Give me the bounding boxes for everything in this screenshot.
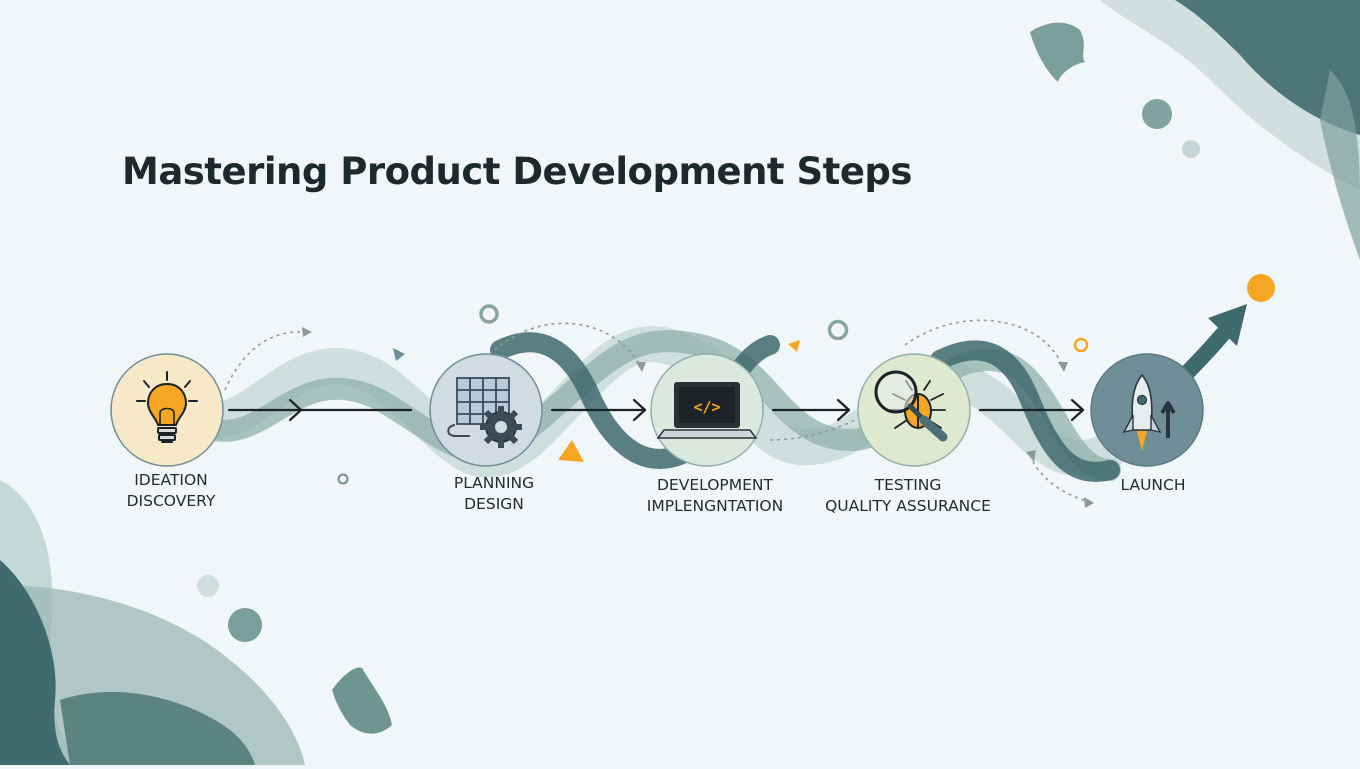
step-label-line: TESTING <box>874 476 942 494</box>
magnifier-bug-icon <box>874 370 948 442</box>
dot-orange <box>1247 274 1275 302</box>
dashed-connectors <box>224 319 1091 503</box>
triangle-grey <box>393 348 405 361</box>
step-circles: </> <box>110 353 1204 467</box>
blueprint-gear-icon <box>447 377 522 448</box>
step-arrows <box>227 398 1085 422</box>
code-symbol: </> <box>693 398 720 416</box>
step-label-line: QUALITY ASSURANCE <box>825 497 991 515</box>
dashed-arrowhead-4 <box>1084 497 1094 508</box>
dot-top-right-2 <box>1182 140 1200 158</box>
blob-right-mid <box>1320 70 1360 260</box>
wave-ribbons <box>187 326 1128 482</box>
dashed-arrowhead-1 <box>302 327 312 337</box>
step-label-development: DEVELOPMENT IMPLENGNTATION <box>647 475 783 517</box>
dashed-arrowhead-3 <box>1058 362 1068 372</box>
step-label-launch: LAUNCH <box>1120 475 1185 496</box>
ring-2 <box>827 319 849 341</box>
arrow-4 <box>978 398 1085 422</box>
arrow-2 <box>550 398 647 422</box>
step-label-testing: TESTING QUALITY ASSURANCE <box>825 475 991 517</box>
blob-bottom-left-dark <box>0 560 70 765</box>
leaf-bottom-left <box>332 667 392 734</box>
dashed-line-5 <box>769 419 856 441</box>
ring-1 <box>479 304 499 324</box>
ring-orange <box>1073 337 1089 353</box>
ribbon-dark-2 <box>930 340 1120 482</box>
dot-bottom-left-1 <box>197 575 219 597</box>
dashed-arc-4 <box>1029 454 1091 503</box>
step-circle-development[interactable]: </> <box>650 353 764 467</box>
step-circle-planning[interactable] <box>429 353 543 467</box>
dot-top-right-1 <box>1142 99 1172 129</box>
step-label-line: PLANNING <box>453 474 535 492</box>
step-circle-launch[interactable] <box>1090 353 1204 467</box>
step-circle-ideation[interactable] <box>110 353 224 467</box>
step-label-line: DEVELOPMENT <box>656 476 773 494</box>
dashed-arc-2 <box>494 322 641 366</box>
triangle-orange <box>558 440 584 462</box>
dashed-arc-1 <box>224 331 306 391</box>
step-label-line: IDEATION <box>134 471 208 489</box>
dashed-arrowhead-2 <box>636 362 646 372</box>
step-label-planning: PLANNING DESIGN <box>454 473 534 515</box>
lightbulb-icon <box>136 371 198 443</box>
rocket-icon <box>1122 373 1176 451</box>
dot-bottom-left-2 <box>228 608 262 642</box>
leaf-top-right <box>1030 22 1085 82</box>
growth-arrow-head <box>1208 304 1247 346</box>
step-label-line: DISCOVERY <box>126 492 216 510</box>
triangle-orange-small <box>788 340 800 352</box>
page-title: Mastering Product Development Steps <box>122 150 912 193</box>
step-circle-testing[interactable] <box>857 353 971 467</box>
dashed-arrowhead-5 <box>1026 450 1036 462</box>
blob-bottom-left-dark2 <box>60 691 255 765</box>
step-label-line: IMPLENGNTATION <box>646 497 784 515</box>
blob-top-right-dark <box>1175 0 1360 135</box>
arrow-3 <box>771 398 851 422</box>
step-label-line: LAUNCH <box>1120 476 1186 494</box>
step-label-ideation: IDEATION DISCOVERY <box>127 470 216 512</box>
ring-3 <box>337 473 349 485</box>
decor-shapes <box>337 274 1275 485</box>
step-label-line: DESIGN <box>464 495 524 513</box>
arrow-1 <box>227 398 413 422</box>
dashed-arrowheads <box>302 327 1094 508</box>
laptop-code-icon: </> <box>656 382 758 439</box>
